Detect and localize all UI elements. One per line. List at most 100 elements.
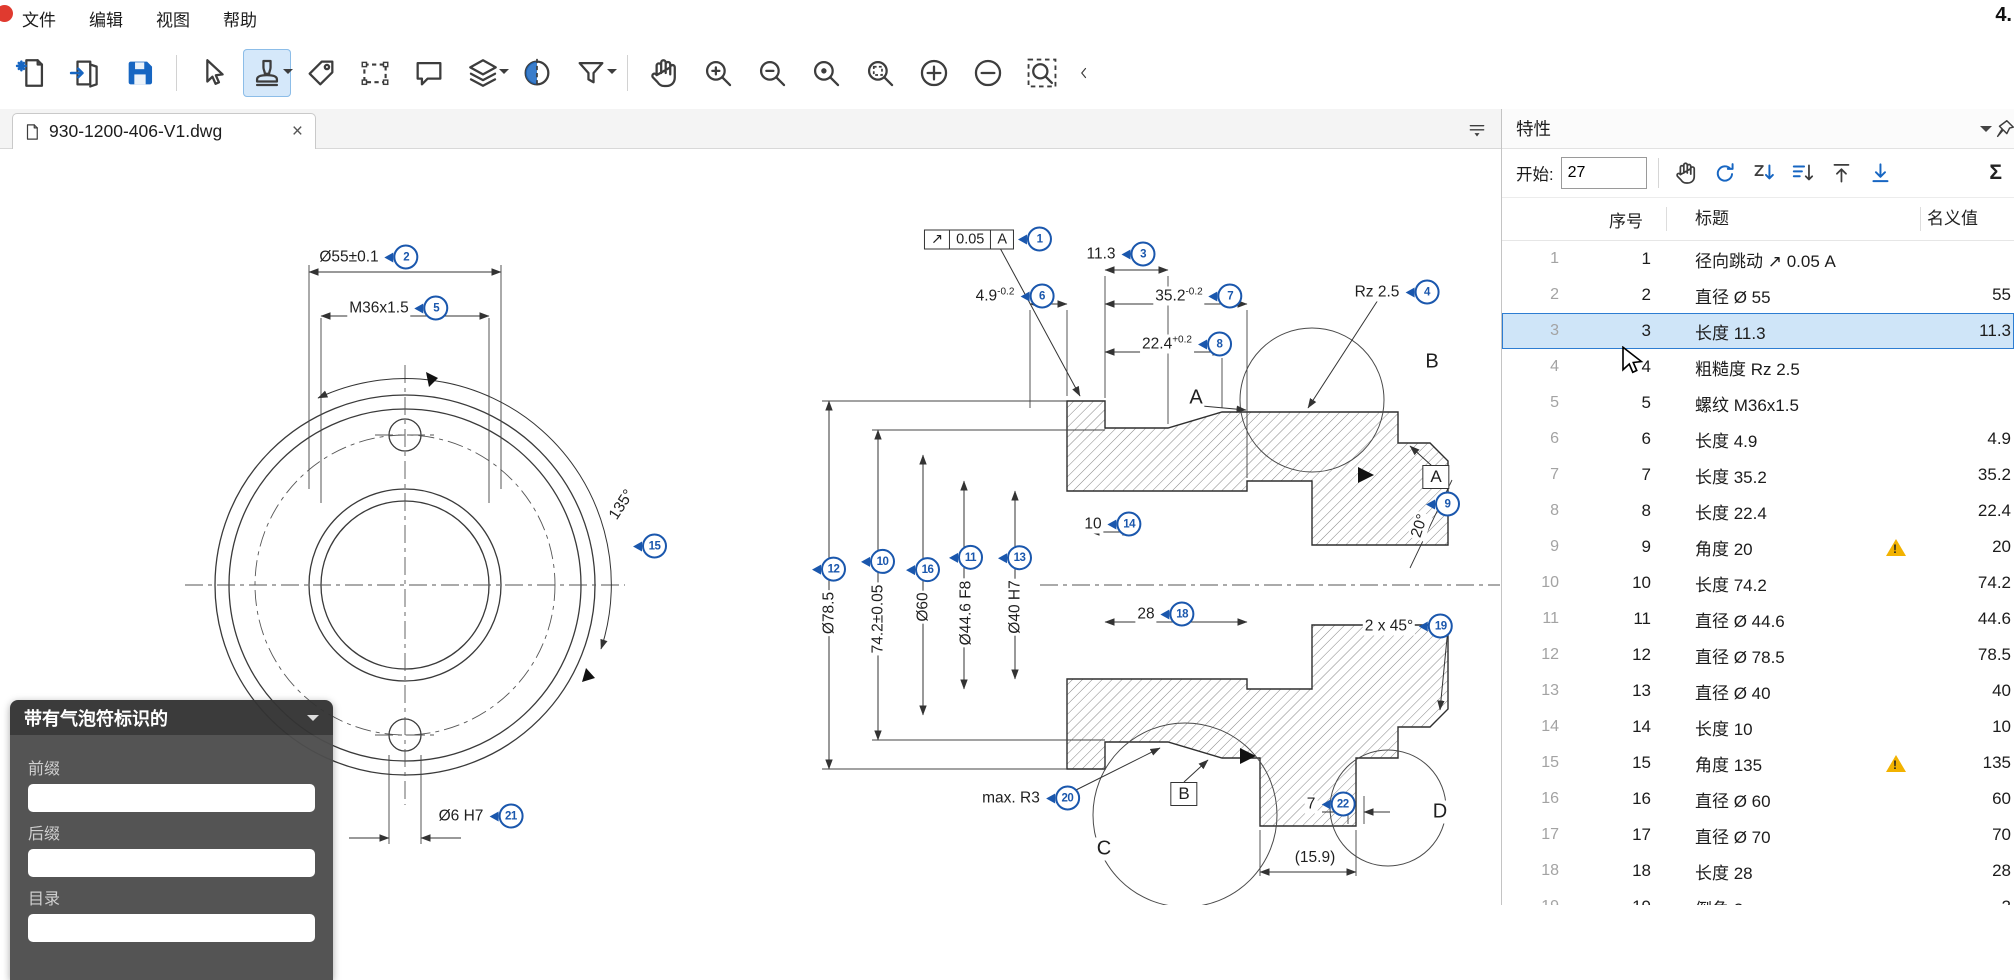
balloon-4[interactable]: 4 bbox=[1405, 280, 1439, 305]
property-row-3[interactable]: 33长度 11.311.3 bbox=[1502, 313, 2014, 349]
balloon-pointer-icon bbox=[1161, 609, 1170, 619]
column-nominal[interactable]: 名义值 bbox=[1920, 207, 2014, 231]
property-row-4[interactable]: 44粗糙度 Rz 2.5 bbox=[1502, 349, 2014, 385]
balloon-1[interactable]: 1 bbox=[1018, 227, 1052, 252]
property-row-15[interactable]: 1515角度 135!135 bbox=[1502, 745, 2014, 781]
balloon-20[interactable]: 20 bbox=[1046, 786, 1080, 811]
zoom-out-button[interactable] bbox=[748, 49, 796, 97]
stamp-button[interactable] bbox=[243, 49, 291, 97]
panel-dropdown-icon[interactable] bbox=[1980, 126, 1992, 138]
refresh-button[interactable] bbox=[1709, 157, 1741, 189]
move-bottom-button[interactable] bbox=[1865, 157, 1897, 189]
save-button[interactable] bbox=[116, 49, 164, 97]
property-row-2[interactable]: 22直径 Ø 5555 bbox=[1502, 277, 2014, 313]
balloon-22[interactable]: 22 bbox=[1321, 792, 1355, 817]
zoom-in-button[interactable] bbox=[694, 49, 742, 97]
row-index: 17 bbox=[1503, 826, 1587, 844]
property-row-11[interactable]: 1111直径 Ø 44.644.6 bbox=[1502, 601, 2014, 637]
toolbar-collapse-button[interactable] bbox=[1072, 49, 1096, 97]
dialog-input-suffix[interactable] bbox=[28, 849, 315, 877]
tab-list-button[interactable] bbox=[1463, 117, 1491, 141]
balloon-3[interactable]: 3 bbox=[1122, 242, 1156, 267]
marquee-select-button[interactable] bbox=[351, 49, 399, 97]
mirror-button[interactable] bbox=[513, 49, 561, 97]
property-row-7[interactable]: 77长度 35.235.2 bbox=[1502, 457, 2014, 493]
row-index: 6 bbox=[1503, 430, 1587, 448]
balloon-pointer-icon bbox=[812, 564, 821, 574]
property-row-6[interactable]: 66长度 4.94.9 bbox=[1502, 421, 2014, 457]
balloon-15[interactable]: 15 bbox=[633, 534, 667, 559]
select-cursor-button[interactable] bbox=[189, 49, 237, 97]
property-row-9[interactable]: 99角度 20!20 bbox=[1502, 529, 2014, 565]
sort-list-button[interactable] bbox=[1787, 157, 1819, 189]
balloon-8[interactable]: 8 bbox=[1198, 332, 1232, 357]
balloon-2[interactable]: 2 bbox=[385, 245, 419, 270]
filter-button[interactable] bbox=[567, 49, 615, 97]
increase-button[interactable] bbox=[910, 49, 958, 97]
row-title: 直径 Ø 40 bbox=[1667, 679, 1871, 704]
comment-button[interactable] bbox=[405, 49, 453, 97]
balloon-7[interactable]: 7 bbox=[1209, 284, 1243, 309]
decrease-button[interactable] bbox=[964, 49, 1012, 97]
balloon-16[interactable]: 16 bbox=[906, 557, 940, 582]
sort-z-button[interactable] bbox=[1748, 157, 1780, 189]
dim-length-10: 1014 bbox=[1082, 512, 1141, 537]
start-input[interactable] bbox=[1561, 157, 1647, 189]
property-row-18[interactable]: 1818长度 2828 bbox=[1502, 853, 2014, 889]
pin-button[interactable] bbox=[1992, 116, 2014, 142]
balloon-13[interactable]: 13 bbox=[998, 545, 1032, 570]
property-row-16[interactable]: 1616直径 Ø 6060 bbox=[1502, 781, 2014, 817]
balloon-11[interactable]: 11 bbox=[949, 545, 983, 570]
balloon-12[interactable]: 12 bbox=[812, 556, 846, 581]
property-row-8[interactable]: 88长度 22.422.4 bbox=[1502, 493, 2014, 529]
menu-file[interactable]: 文件 bbox=[18, 4, 60, 33]
zoom-region-button[interactable] bbox=[856, 49, 904, 97]
row-number: 19 bbox=[1587, 897, 1667, 905]
property-row-19[interactable]: 1919倒角 22 bbox=[1502, 889, 2014, 905]
menu-view[interactable]: 视图 bbox=[152, 4, 194, 33]
property-row-17[interactable]: 1717直径 Ø 7070 bbox=[1502, 817, 2014, 853]
property-row-5[interactable]: 55螺纹 M36x1.5 bbox=[1502, 385, 2014, 421]
section-label-a: A bbox=[1187, 387, 1204, 410]
dialog-input-prefix[interactable] bbox=[28, 784, 315, 812]
stamp-dropdown-icon[interactable] bbox=[283, 69, 293, 79]
balloon-18[interactable]: 18 bbox=[1161, 602, 1195, 627]
move-top-button[interactable] bbox=[1826, 157, 1858, 189]
balloon-14[interactable]: 14 bbox=[1108, 512, 1142, 537]
column-title[interactable]: 标题 bbox=[1666, 207, 1870, 231]
property-row-1[interactable]: 11径向跳动 ↗ 0.05 A bbox=[1502, 241, 2014, 277]
circle-plus-icon bbox=[917, 56, 951, 90]
zoom-extents-button[interactable] bbox=[802, 49, 850, 97]
sum-label[interactable]: Σ bbox=[1989, 161, 2004, 185]
zoom-window-button[interactable] bbox=[1018, 49, 1066, 97]
tag-button[interactable] bbox=[297, 49, 345, 97]
row-title: 直径 Ø 60 bbox=[1667, 787, 1871, 812]
property-row-10[interactable]: 1010长度 74.274.2 bbox=[1502, 565, 2014, 601]
tab-close-icon[interactable]: × bbox=[290, 122, 305, 141]
menu-help[interactable]: 帮助 bbox=[219, 4, 261, 33]
filter-dropdown-icon[interactable] bbox=[607, 69, 617, 79]
filter-icon bbox=[574, 56, 608, 90]
pan-button[interactable] bbox=[640, 49, 688, 97]
property-row-14[interactable]: 1414长度 1010 bbox=[1502, 709, 2014, 745]
row-number: 15 bbox=[1587, 753, 1667, 773]
layers-dropdown-icon[interactable] bbox=[499, 69, 509, 79]
balloon-21[interactable]: 21 bbox=[489, 804, 523, 829]
balloon-19[interactable]: 19 bbox=[1419, 614, 1453, 639]
panel-pan-button[interactable] bbox=[1670, 157, 1702, 189]
dialog-collapse-icon[interactable] bbox=[307, 715, 319, 727]
property-row-13[interactable]: 1313直径 Ø 4040 bbox=[1502, 673, 2014, 709]
balloon-9[interactable]: 9 bbox=[1426, 492, 1460, 517]
property-row-12[interactable]: 1212直径 Ø 78.578.5 bbox=[1502, 637, 2014, 673]
document-tab[interactable]: 930-1200-406-V1.dwg × bbox=[12, 113, 316, 149]
balloon-dialog-titlebar[interactable]: 带有气泡符标识的 bbox=[10, 700, 333, 735]
dialog-input-catalog[interactable] bbox=[28, 914, 315, 942]
new-file-button[interactable] bbox=[8, 49, 56, 97]
menu-edit[interactable]: 编辑 bbox=[85, 4, 127, 33]
balloon-10[interactable]: 10 bbox=[861, 549, 895, 574]
layers-button[interactable] bbox=[459, 49, 507, 97]
open-file-button[interactable] bbox=[62, 49, 110, 97]
balloon-5[interactable]: 5 bbox=[415, 296, 449, 321]
column-number[interactable]: 序号 bbox=[1586, 207, 1666, 232]
balloon-6[interactable]: 6 bbox=[1020, 284, 1054, 309]
